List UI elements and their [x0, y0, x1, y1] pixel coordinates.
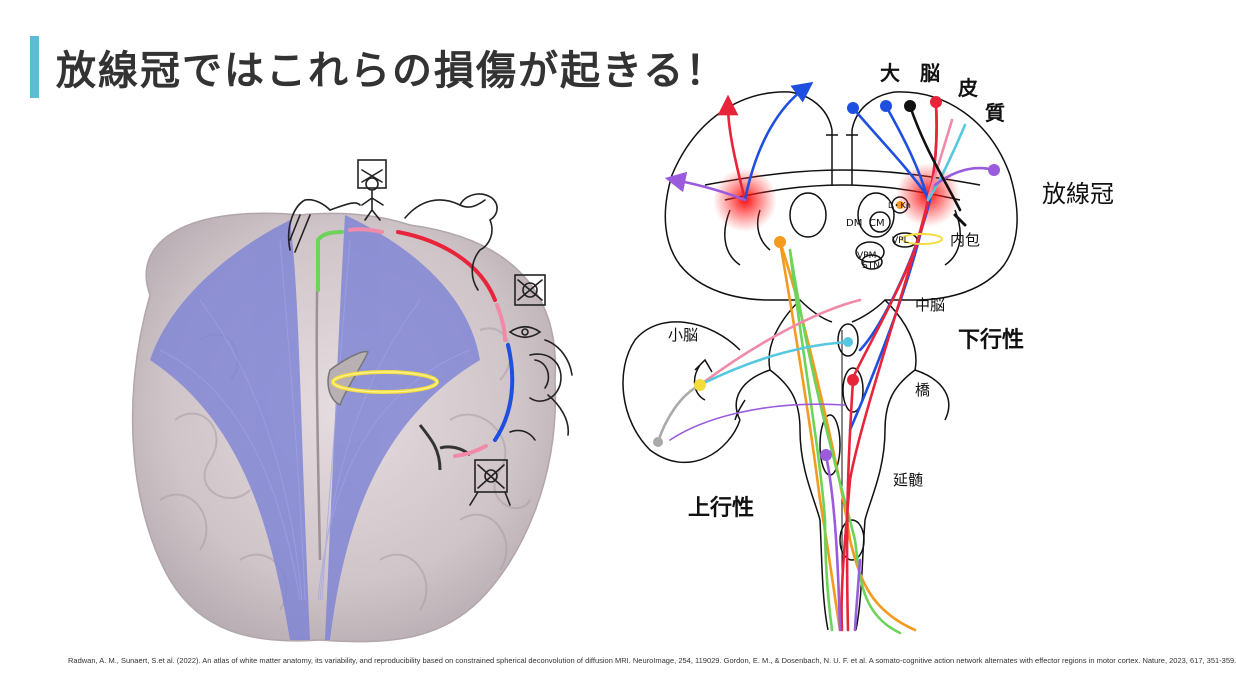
figure-canvas: 大 脳 皮 質 放線冠 内包 中脳 下行性 橋 延髄 小脳 上行性 DM CM … [131, 61, 1114, 643]
cortex-char-3: 皮 [958, 76, 978, 100]
citation-text: Radwan, A. M., Sunaert, S.et al. (2022).… [68, 656, 1236, 665]
cerebellum-label: 小脳 [668, 326, 698, 344]
brain-3d-icon [131, 212, 557, 643]
page-title: 放線冠ではこれらの損傷が起きる！ [56, 48, 728, 94]
pathway-lines [656, 81, 996, 635]
homunculus-body-icons [287, 159, 573, 506]
internal-capsule-label: 内包 [950, 231, 980, 249]
title-accent-bar [30, 36, 39, 98]
cortex-segments [316, 227, 515, 458]
descending-label: 下行性 [958, 327, 1024, 353]
midbrain-label: 中脳 [915, 296, 945, 314]
vpl-label: VPL [892, 236, 909, 246]
ascending-label: 上行性 [688, 495, 754, 521]
cortex-char-4: 質 [985, 101, 1005, 125]
vpm-label: VPM [857, 251, 876, 261]
pathway-nodes [653, 96, 1000, 461]
stn-label: STN [862, 261, 880, 271]
pons-label: 橋 [915, 381, 930, 399]
l-nucleus-label: L・Kn [888, 201, 911, 210]
cortex-char-2: 脳 [919, 61, 940, 85]
cortex-char-1: 大 [880, 61, 900, 85]
medulla-label: 延髄 [893, 471, 923, 489]
corona-radiata-label: 放線冠 [1042, 180, 1114, 208]
cm-label: CM [869, 218, 885, 229]
dm-label: DM [846, 218, 862, 229]
